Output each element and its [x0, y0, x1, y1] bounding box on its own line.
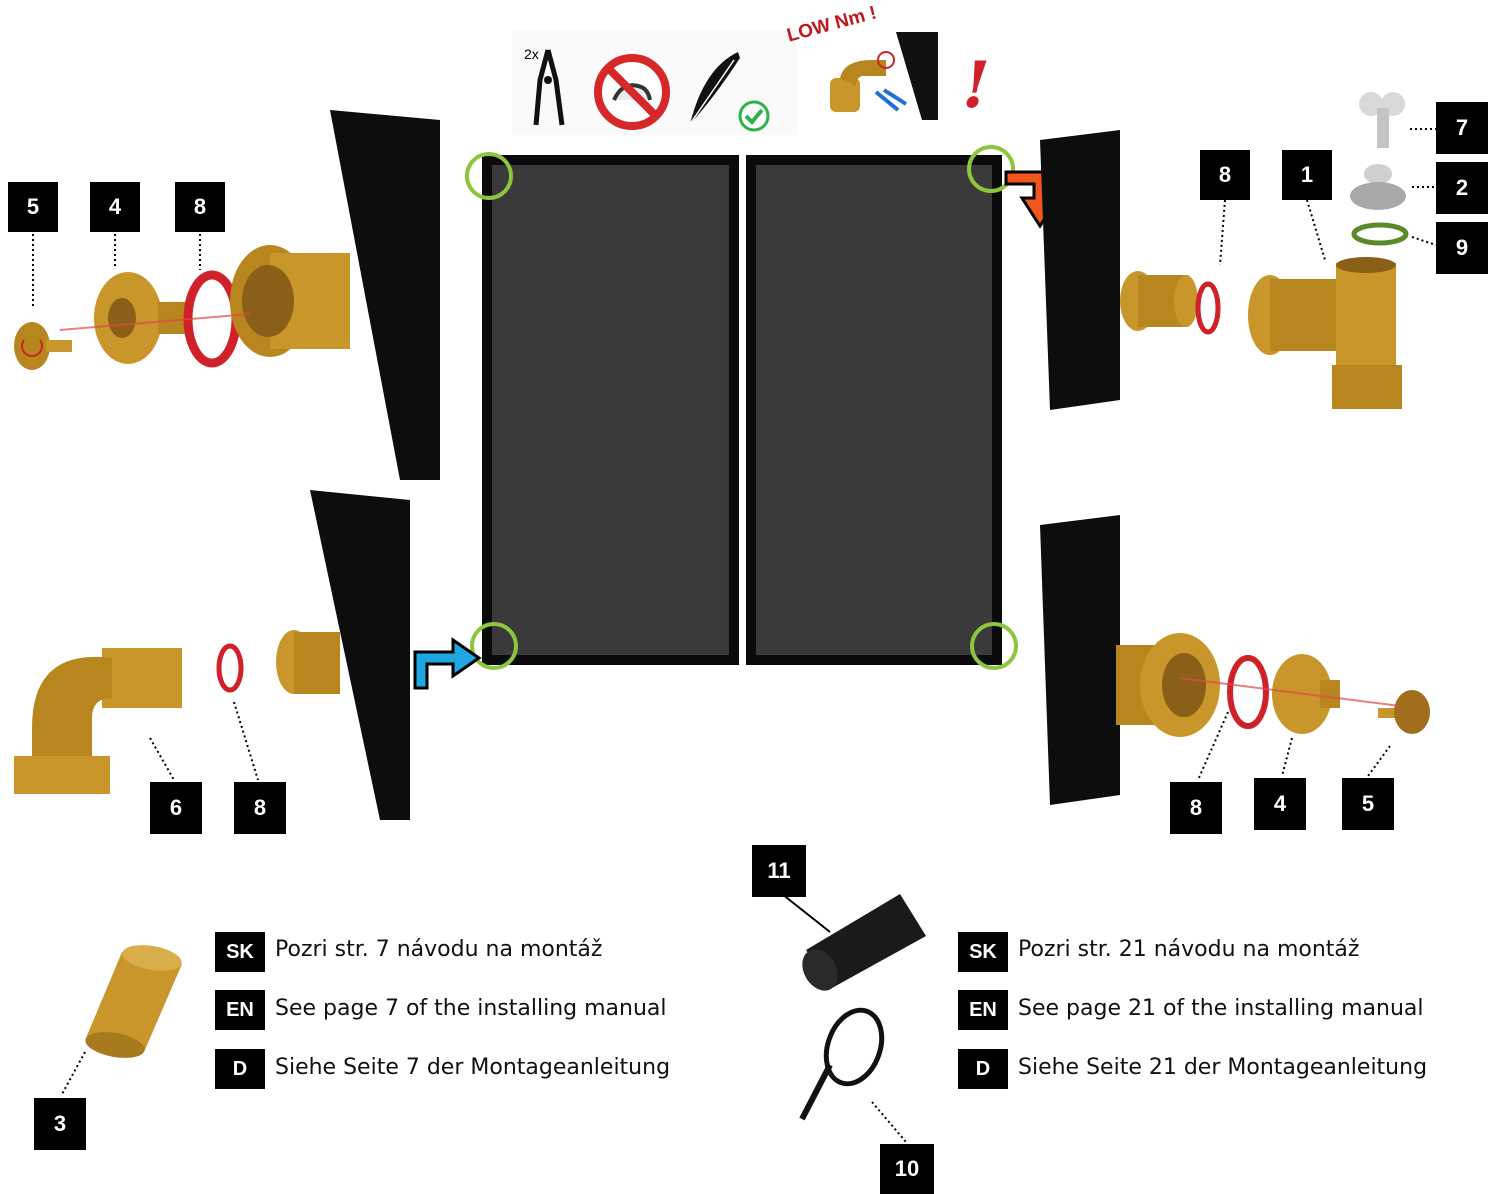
- label-5-top-left: 5: [8, 182, 58, 232]
- mark-ring-bottom-right: [970, 622, 1018, 670]
- feather-icon: [684, 48, 744, 128]
- note-left-d-text: Siehe Seite 7 der Montageanleitung: [275, 1055, 670, 1080]
- note-left-sk-tag: SK: [215, 932, 265, 972]
- leader-line-3: [55, 1050, 95, 1100]
- leader-lines-bottom-right: [1190, 710, 1400, 790]
- label-2-top-right: 2: [1436, 162, 1488, 214]
- sleeve-part-3: [78, 940, 188, 1060]
- label-4-top-left: 4: [90, 182, 140, 232]
- label-7-top-right: 7: [1436, 102, 1488, 154]
- label-3: 3: [34, 1098, 86, 1150]
- note-left-sk-text: Pozri str. 7 návodu na montáž: [275, 937, 602, 962]
- oring-part-8-top-right: [1194, 280, 1224, 340]
- insulation-part-11: [780, 880, 940, 990]
- label-10: 10: [880, 1144, 934, 1194]
- tee-part-1: [1240, 255, 1420, 415]
- check-icon: [738, 100, 770, 132]
- note-right-en-text: See page 21 of the installing manual: [1018, 996, 1424, 1021]
- no-force-icon: [592, 52, 672, 132]
- pliers-icon: 2x: [518, 40, 578, 130]
- exclamation-icon: !: [962, 48, 990, 123]
- note-right-sk-tag: SK: [958, 932, 1008, 972]
- note-left-en-tag: EN: [215, 990, 265, 1030]
- collector-left-glass: [492, 165, 729, 655]
- note-left-en-text: See page 7 of the installing manual: [275, 996, 667, 1021]
- elbow-wrench-icon: [826, 30, 941, 120]
- leader-line-10: [870, 1100, 920, 1145]
- leader-lines-bottom-left: [140, 700, 280, 790]
- oring-part-8-bottom-left: [214, 640, 248, 696]
- leader-lines-top-left: [0, 230, 240, 320]
- label-8-top-left: 8: [175, 182, 225, 232]
- collector-right: [746, 155, 1002, 665]
- collector-right-glass: [756, 165, 992, 655]
- fitting-top-right: [1112, 265, 1202, 335]
- fitting-bottom-left: [270, 622, 350, 702]
- panel-edge-top-right: [1040, 130, 1120, 420]
- note-right-sk-text: Pozri str. 21 návodu na montáž: [1018, 937, 1359, 962]
- collector-left: [482, 155, 739, 665]
- label-9-top-right: 9: [1436, 222, 1488, 274]
- mark-ring-top-left: [465, 152, 513, 200]
- note-right-d-text: Siehe Seite 21 der Montageanleitung: [1018, 1055, 1427, 1080]
- note-right-d-tag: D: [958, 1049, 1008, 1089]
- note-right-en-tag: EN: [958, 990, 1008, 1030]
- note-left-d-tag: D: [215, 1049, 265, 1089]
- axis-line-bottom-right: [1180, 670, 1410, 710]
- leader-lines-top-right: [1200, 125, 1440, 275]
